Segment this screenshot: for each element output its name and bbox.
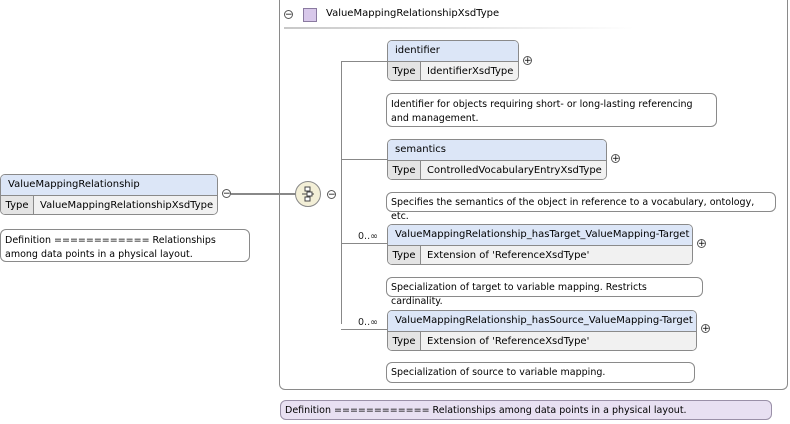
expand-semantics-toggle[interactable]: + xyxy=(611,154,620,164)
identifier-type-value: IdentifierXsdType xyxy=(427,66,514,77)
identifier-type-label: Type xyxy=(388,62,421,80)
semantics-type-value: ControlledVocabularyEntryXsdType xyxy=(427,165,602,176)
branch-target xyxy=(341,243,387,244)
collapse-group-toggle[interactable]: − xyxy=(284,10,293,20)
group-title: ValueMappingRelationshipXsdType xyxy=(326,8,500,19)
group-definition: Definition ============ Relationships am… xyxy=(280,400,772,420)
expand-source-toggle[interactable]: + xyxy=(701,324,710,334)
semantics-doc: Specifies the semantics of the object in… xyxy=(386,192,776,222)
root-element-name: ValueMappingRelationship xyxy=(1,175,217,196)
source-type-value: Extension of 'ReferenceXsdType' xyxy=(427,336,590,347)
root-type-value: ValueMappingRelationshipXsdType xyxy=(40,200,214,211)
identifier-name: identifier xyxy=(388,41,518,62)
identifier-doc: Identifier for objects requiring short- … xyxy=(386,93,717,127)
source-doc: Specialization of source to variable map… xyxy=(386,362,695,383)
source-element-box[interactable]: ValueMappingRelationship_hasSource_Value… xyxy=(387,310,697,351)
target-type-label: Type xyxy=(388,246,421,264)
source-cardinality: 0..∞ xyxy=(358,317,378,328)
root-definition: Definition ============ Relationships am… xyxy=(0,229,250,262)
semantics-element-box[interactable]: semantics Type ControlledVocabularyEntry… xyxy=(387,139,607,180)
group-title-separator xyxy=(284,27,634,29)
semantics-name: semantics xyxy=(388,140,606,161)
branch-semantics xyxy=(341,159,387,160)
target-type-value: Extension of 'ReferenceXsdType' xyxy=(427,250,590,261)
connector-root xyxy=(231,193,296,195)
collapse-sequence-toggle[interactable]: − xyxy=(327,190,336,200)
target-name: ValueMappingRelationship_hasTarget_Value… xyxy=(388,225,692,246)
branch-vertical xyxy=(341,62,342,324)
root-type-label: Type xyxy=(1,196,34,214)
target-cardinality: 0..∞ xyxy=(358,231,378,242)
expand-target-toggle[interactable]: + xyxy=(697,239,706,249)
complex-type-icon xyxy=(303,8,317,22)
source-name: ValueMappingRelationship_hasSource_Value… xyxy=(388,311,696,332)
identifier-element-box[interactable]: identifier Type IdentifierXsdType xyxy=(387,40,519,81)
branch-source xyxy=(341,329,387,330)
collapse-root-toggle[interactable]: − xyxy=(222,189,231,199)
target-element-box[interactable]: ValueMappingRelationship_hasTarget_Value… xyxy=(387,224,693,265)
sequence-compositor-icon[interactable] xyxy=(295,181,321,207)
target-doc: Specialization of target to variable map… xyxy=(386,277,703,307)
expand-identifier-toggle[interactable]: + xyxy=(523,56,532,66)
source-type-label: Type xyxy=(388,332,421,350)
branch-top-curve xyxy=(341,61,387,62)
root-element-box[interactable]: ValueMappingRelationship Type ValueMappi… xyxy=(0,174,218,215)
semantics-type-label: Type xyxy=(388,161,421,179)
complex-type-group xyxy=(279,0,788,390)
